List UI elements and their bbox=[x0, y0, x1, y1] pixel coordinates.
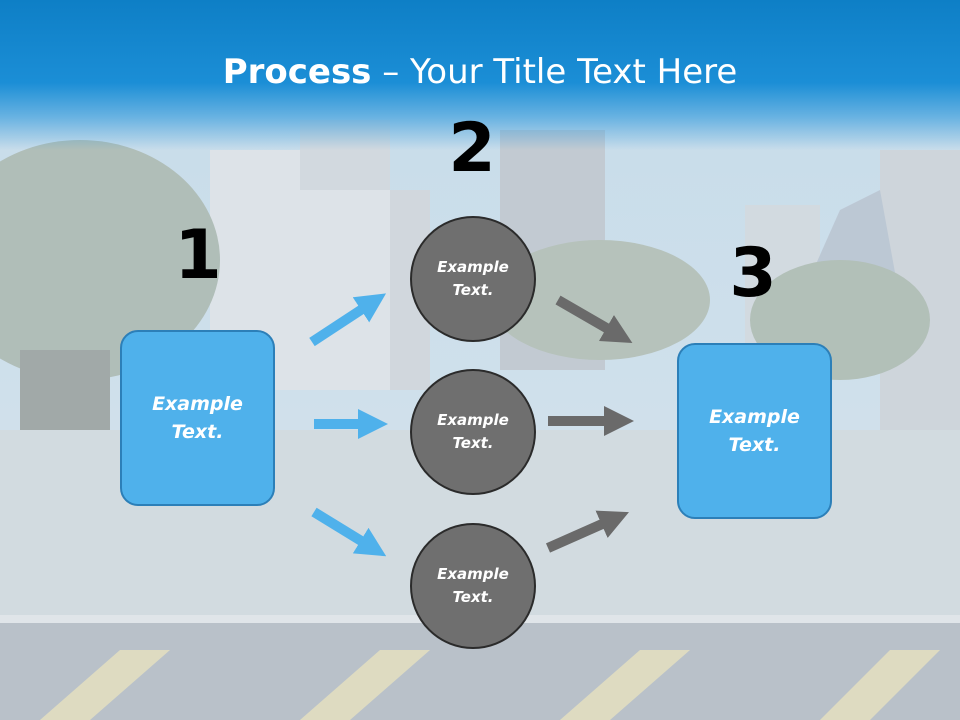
step-number-3: 3 bbox=[729, 234, 777, 313]
step-2-circle-top: Example Text. bbox=[410, 216, 536, 342]
step-3-box: Example Text. bbox=[677, 343, 832, 519]
title-rest: – Your Title Text Here bbox=[371, 52, 738, 92]
arrow-1-to-bottom bbox=[311, 507, 387, 557]
circle-top-text: Example Text. bbox=[437, 257, 509, 299]
step-number-1: 1 bbox=[174, 216, 222, 295]
step-number-2: 2 bbox=[448, 109, 496, 188]
slide-title: Process – Your Title Text Here bbox=[0, 52, 960, 92]
step-1-text: Example Text. bbox=[152, 392, 243, 444]
step-1-box: Example Text. bbox=[120, 330, 275, 506]
arrow-bottom-to-3 bbox=[545, 510, 629, 553]
arrow-top-to-3 bbox=[555, 295, 633, 344]
circle-bottom-text: Example Text. bbox=[437, 564, 509, 606]
title-bold: Process bbox=[222, 52, 372, 92]
step-2-circle-bottom: Example Text. bbox=[410, 523, 536, 649]
step-3-text: Example Text. bbox=[709, 405, 800, 457]
title-bar bbox=[0, 0, 960, 150]
circle-middle-text: Example Text. bbox=[437, 410, 509, 452]
step-2-circle-middle: Example Text. bbox=[410, 369, 536, 495]
arrow-1-to-top bbox=[309, 293, 387, 347]
